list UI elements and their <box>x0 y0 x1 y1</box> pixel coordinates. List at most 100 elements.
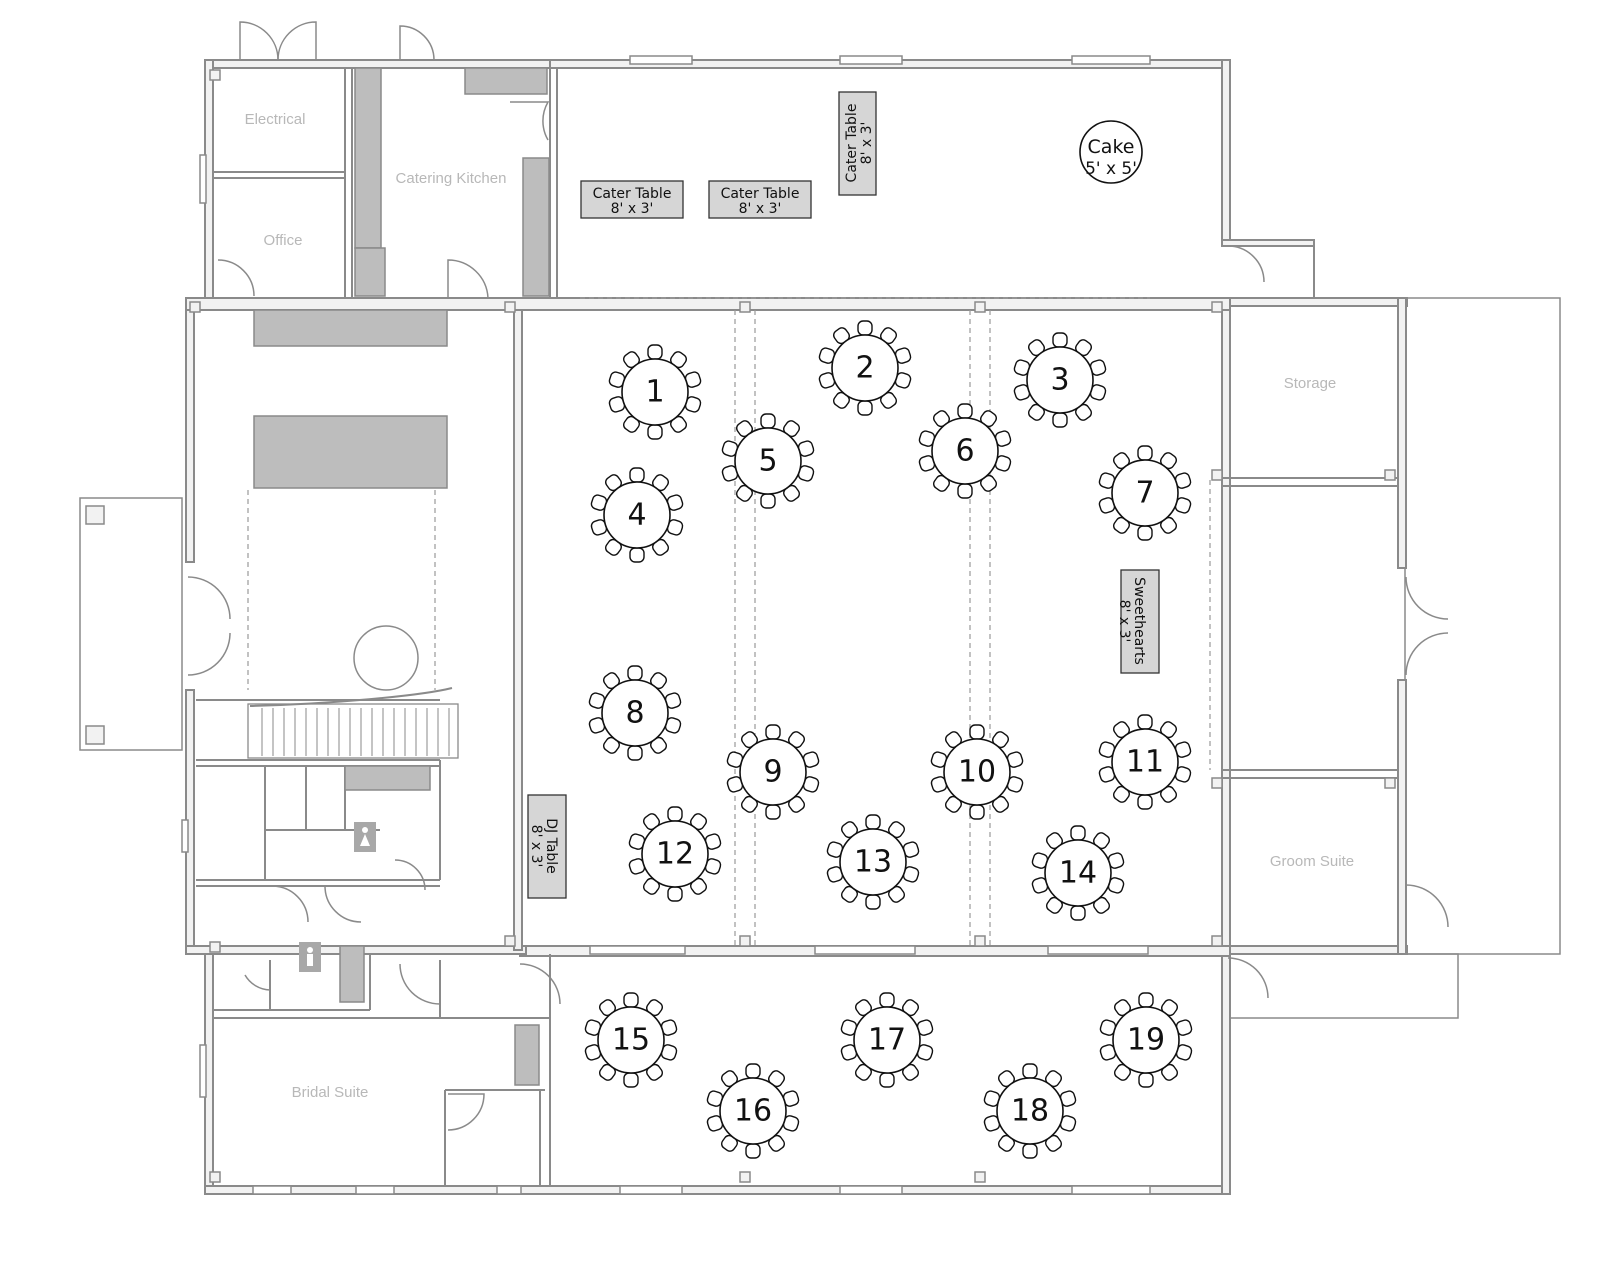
round-table-15[interactable]: 15 <box>584 992 678 1088</box>
chair <box>957 403 973 419</box>
sweethearts-table-size: 8' x 3' <box>1116 600 1132 643</box>
round-table-13[interactable]: 13 <box>826 814 920 910</box>
chair <box>745 1063 761 1079</box>
chair <box>760 493 776 509</box>
round-table-6[interactable]: 6 <box>918 403 1012 499</box>
table-top <box>601 679 669 747</box>
chair <box>1138 1072 1154 1088</box>
cater-table-2-size: 8' x 3' <box>739 201 782 217</box>
kitchen-counters <box>253 67 550 1086</box>
chair <box>1137 445 1153 461</box>
table-number: 7 <box>1135 476 1154 511</box>
round-table-1[interactable]: 1 <box>608 344 702 440</box>
sweethearts-table[interactable]: Sweethearts 8' x 3' <box>1116 569 1160 674</box>
cater-table-2[interactable]: Cater Table 8' x 3' <box>708 180 812 219</box>
chair <box>857 320 873 336</box>
chair <box>1070 905 1086 921</box>
chair <box>760 413 776 429</box>
west-porch <box>79 497 183 751</box>
cater-table-1-size: 8' x 3' <box>611 201 654 217</box>
round-table-2[interactable]: 2 <box>818 320 912 416</box>
chair <box>647 424 663 440</box>
east-porch <box>1227 239 1561 1019</box>
cater-table-3-label: Cater Table <box>844 104 860 183</box>
chair <box>647 344 663 360</box>
table-number: 19 <box>1127 1023 1165 1058</box>
chair <box>1137 794 1153 810</box>
table-top <box>1111 728 1179 796</box>
table-top <box>1044 839 1112 907</box>
table-number: 12 <box>656 837 694 872</box>
chair <box>969 804 985 820</box>
woman-icon <box>354 822 376 852</box>
chair <box>865 894 881 910</box>
round-table-17[interactable]: 17 <box>840 992 934 1088</box>
table-number: 15 <box>612 1023 650 1058</box>
cater-table-2-label: Cater Table <box>721 186 800 202</box>
round-table-16[interactable]: 16 <box>706 1063 800 1159</box>
table-number: 9 <box>763 755 782 790</box>
chair <box>865 814 881 830</box>
pillars <box>189 69 1396 1183</box>
table-top <box>597 1006 665 1074</box>
table-number: 17 <box>868 1023 906 1058</box>
chair <box>1137 525 1153 541</box>
round-table-8[interactable]: 8 <box>588 665 682 761</box>
chair <box>667 806 683 822</box>
room-label-groom-suite: Groom Suite <box>1270 853 1354 870</box>
room-label-catering-kitchen: Catering Kitchen <box>396 170 507 187</box>
room-labels: Electrical Catering Kitchen Office Stora… <box>245 111 1355 1101</box>
cater-table-1-label: Cater Table <box>593 186 672 202</box>
table-top <box>931 417 999 485</box>
chair <box>1022 1143 1038 1159</box>
chair <box>1022 1063 1038 1079</box>
cater-table-3[interactable]: Cater Table 8' x 3' <box>838 91 877 196</box>
table-top <box>603 481 671 549</box>
round-table-5[interactable]: 5 <box>721 413 815 509</box>
cake-table-label: Cake <box>1088 136 1135 158</box>
cater-table-1[interactable]: Cater Table 8' x 3' <box>580 180 684 219</box>
table-number: 2 <box>855 351 874 386</box>
table-number: 5 <box>758 444 777 479</box>
chair <box>857 400 873 416</box>
table-number: 6 <box>955 434 974 469</box>
chair <box>1137 714 1153 730</box>
round-table-3[interactable]: 3 <box>1013 332 1107 428</box>
table-top <box>641 820 709 888</box>
table-number: 1 <box>645 375 664 410</box>
chair <box>623 992 639 1008</box>
cake-table[interactable]: Cake 5' x 5' <box>1079 120 1143 184</box>
room-label-bridal-suite: Bridal Suite <box>292 1084 369 1101</box>
doors <box>187 21 1449 1131</box>
chair <box>765 804 781 820</box>
cater-table-3-size: 8' x 3' <box>859 122 875 165</box>
table-top <box>739 738 807 806</box>
round-table-19[interactable]: 19 <box>1099 992 1193 1088</box>
table-top <box>1026 346 1094 414</box>
table-top <box>853 1006 921 1074</box>
table-number: 11 <box>1126 745 1164 780</box>
table-number: 8 <box>625 696 644 731</box>
chair <box>879 992 895 1008</box>
table-top <box>734 427 802 495</box>
chair <box>629 467 645 483</box>
round-table-14[interactable]: 14 <box>1031 825 1125 921</box>
round-table-10[interactable]: 10 <box>930 724 1024 820</box>
room-label-storage: Storage <box>1284 375 1337 392</box>
round-table-18[interactable]: 18 <box>983 1063 1077 1159</box>
round-table-4[interactable]: 4 <box>590 467 684 563</box>
table-number: 4 <box>627 498 646 533</box>
round-table-9[interactable]: 9 <box>726 724 820 820</box>
table-top <box>719 1077 787 1145</box>
dj-table[interactable]: DJ Table 8' x 3' <box>527 794 567 899</box>
chair <box>879 1072 895 1088</box>
table-top <box>996 1077 1064 1145</box>
windows <box>181 55 1151 1195</box>
round-table-12[interactable]: 12 <box>628 806 722 902</box>
chair <box>623 1072 639 1088</box>
chair <box>629 547 645 563</box>
round-table-7[interactable]: 7 <box>1098 445 1192 541</box>
round-table-11[interactable]: 11 <box>1098 714 1192 810</box>
